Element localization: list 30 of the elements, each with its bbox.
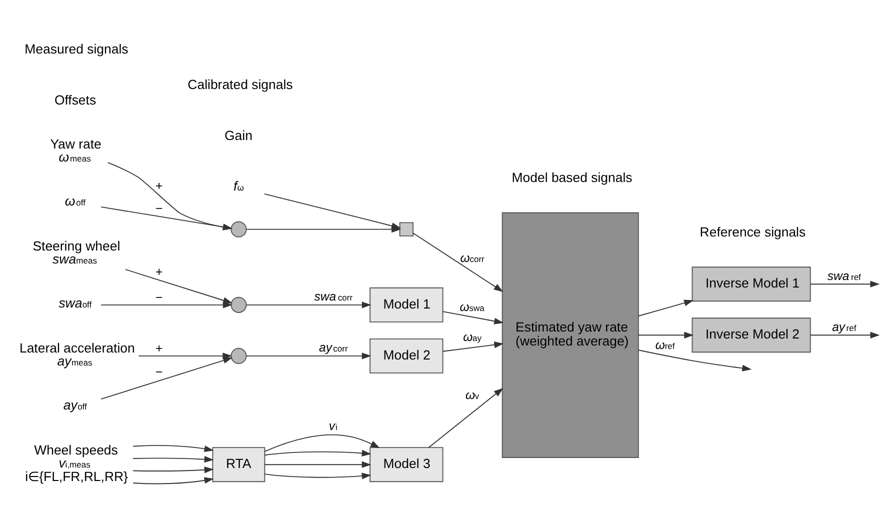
edge-label: − xyxy=(156,290,163,304)
label: Gain xyxy=(224,128,252,143)
edge-label: − xyxy=(156,201,163,216)
node-text: ωoff xyxy=(64,192,86,208)
label: Model based signals xyxy=(512,169,632,184)
node-text: Lateral acceleration aymeas xyxy=(19,340,135,368)
label: Reference signals xyxy=(700,224,806,240)
node-text: swaoff xyxy=(58,294,92,310)
edge-label: + xyxy=(156,341,163,356)
edge-label: aycorr xyxy=(319,340,348,354)
edge-label: ωv xyxy=(465,387,480,402)
edge-label: swacorr xyxy=(314,289,353,304)
edge-label: swaref xyxy=(827,268,861,282)
edge-label: ωcorr xyxy=(460,250,484,264)
node-text: Wheel speeds vi,meas i∈{FL,FR,RL,RR} xyxy=(25,442,128,484)
edge-label: + xyxy=(156,178,163,193)
label: Calibrated signals xyxy=(188,76,293,92)
edge-label: ωswa xyxy=(460,299,484,314)
edge-label: ayref xyxy=(832,319,856,334)
node-text: Steering wheel swameas xyxy=(32,238,120,266)
edge-label: + xyxy=(156,264,163,278)
node-text: ayoff xyxy=(63,397,87,412)
label: Offsets xyxy=(54,92,96,107)
edge-label: vi xyxy=(328,418,338,433)
label: Measured signals xyxy=(24,40,128,56)
edge-label: ωay xyxy=(463,330,482,344)
edge-label: ωref xyxy=(655,337,675,352)
edge-label: − xyxy=(156,364,163,379)
node-text: Yaw rate ωmeas xyxy=(50,136,102,164)
node-text: fω xyxy=(234,178,244,193)
